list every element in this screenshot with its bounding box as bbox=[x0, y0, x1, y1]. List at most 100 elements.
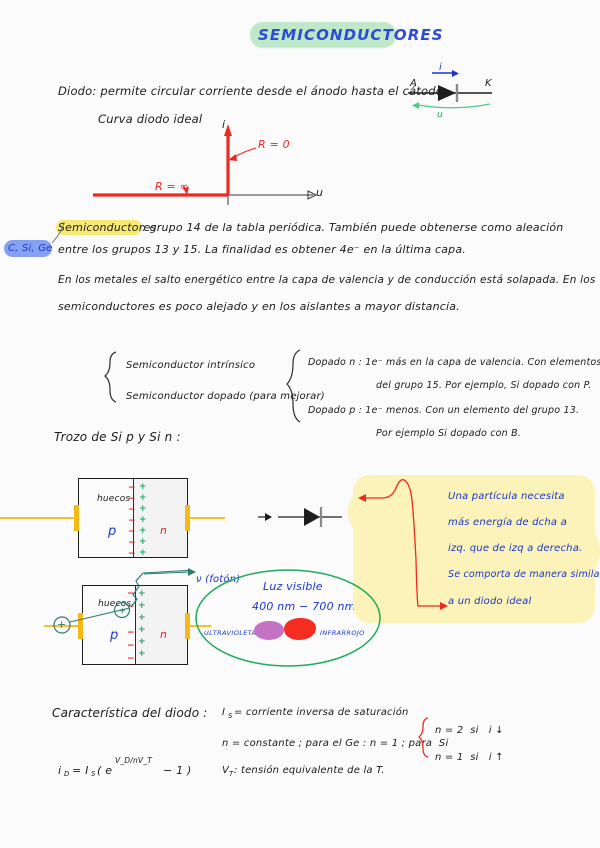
diode-formula-exponent: V_D/nV_T bbox=[115, 756, 152, 765]
pn-n-region-1 bbox=[133, 479, 187, 557]
small-diode-symbol-graphic bbox=[258, 507, 342, 527]
pn-minus-sign: − bbox=[128, 516, 136, 526]
pn-plus-sign: + bbox=[139, 493, 147, 503]
brace-right-item-0: Dopado n : 1e⁻ más en la capa de valenci… bbox=[308, 357, 600, 368]
ultraviolet-color-blob bbox=[254, 621, 284, 640]
semiconductores-keyword-highlight bbox=[56, 220, 142, 235]
semiconductores-line4: semiconductores es poco alejado y en los… bbox=[58, 300, 460, 313]
n-case-0: n = 2 si i ↓ bbox=[435, 725, 504, 736]
saturation-current-symbol: I bbox=[222, 707, 226, 718]
brace-right-item-3: Por ejemplo Si dopado con B. bbox=[376, 428, 522, 439]
semiconductores-line2: entre los grupos 13 y 15. La finalidad e… bbox=[58, 243, 466, 256]
pn-wire-right-1 bbox=[189, 517, 225, 520]
title-highlight bbox=[250, 22, 396, 48]
pn2-plus-sign: + bbox=[138, 637, 146, 647]
diode-cathode-label: K bbox=[485, 78, 492, 89]
pn2-minus-sign: − bbox=[127, 602, 135, 612]
diode-formula-lhs: i bbox=[58, 764, 62, 777]
thermal-voltage-subscript: T bbox=[229, 770, 234, 778]
n-case-1: n = 1 si i ↑ bbox=[435, 752, 504, 763]
diode-current-label: i bbox=[439, 62, 442, 73]
pn2-minus-sign: − bbox=[127, 654, 135, 664]
pn2-minus-sign: − bbox=[127, 589, 135, 599]
pn2-plus-sign: + bbox=[138, 589, 146, 599]
infrared-label: INFRARROJO bbox=[320, 629, 365, 637]
ultraviolet-label: ULTRAVIOLETA bbox=[204, 629, 257, 637]
thermal-voltage-text: : tensión equivalente de la T. bbox=[234, 765, 385, 776]
pn-plus-sign: + bbox=[139, 515, 147, 525]
pn-junction-box-2 bbox=[82, 585, 188, 665]
pn-section-heading: Trozo de Si p y Si n : bbox=[54, 430, 181, 444]
sticky-note-line-1: más energía de dcha a bbox=[448, 517, 567, 528]
saturation-current-text: = corriente inversa de saturación bbox=[234, 707, 409, 718]
pn-minus-sign: − bbox=[128, 538, 136, 548]
n-constant-text: n = constante ; para el Ge : n = 1 ; par… bbox=[222, 738, 449, 749]
pn2-plus-sign: + bbox=[138, 649, 146, 659]
infrared-color-blob bbox=[284, 618, 316, 640]
right-brace bbox=[286, 349, 301, 423]
margin-note-elements: C, Si, Ge bbox=[8, 243, 53, 254]
pn-p-label-1: p bbox=[108, 524, 117, 539]
ideal-curve-caption: Curva diodo ideal bbox=[98, 112, 203, 126]
semiconductores-keyword: Semiconductores bbox=[58, 221, 157, 234]
left-brace bbox=[104, 351, 117, 403]
pn-minus-sign: − bbox=[128, 483, 136, 493]
diode-definition-text: Diodo: permite circular corriente desde … bbox=[58, 84, 447, 98]
ideal-diode-curve-graphic bbox=[93, 124, 318, 205]
page-title: SEMICONDUCTORES bbox=[258, 26, 444, 44]
characteristic-heading: Característica del diodo : bbox=[52, 706, 208, 720]
diode-formula-eq: = I bbox=[72, 764, 89, 777]
pn-terminal-right-1 bbox=[185, 505, 190, 531]
curve-y-axis-label: i bbox=[222, 118, 226, 131]
pn2-minus-sign: − bbox=[127, 628, 135, 638]
pn-n-region-2 bbox=[135, 586, 187, 664]
pn-plus-sign: + bbox=[139, 504, 147, 514]
pn-minus-sign: − bbox=[128, 527, 136, 537]
curve-x-axis-label: u bbox=[316, 186, 324, 199]
pn-minus-sign: − bbox=[128, 549, 136, 559]
diode-formula-eq-subscript: S bbox=[91, 770, 96, 778]
curve-forward-resistance-label: R = 0 bbox=[258, 138, 290, 151]
sticky-note-line-2: izq. que de izq a derecha. bbox=[448, 543, 583, 554]
curve-reverse-resistance-label: R = ∞ bbox=[155, 180, 190, 193]
saturation-current-subscript: S bbox=[228, 712, 233, 720]
pn2-incoming-charge-label: + bbox=[57, 618, 67, 631]
pn-holes-label-1: huecos bbox=[97, 494, 131, 504]
thermal-voltage-symbol: V bbox=[222, 765, 230, 776]
pn2-plus-sign: + bbox=[138, 601, 146, 611]
pn-junction-box-1 bbox=[78, 478, 188, 558]
pn-plus-sign: + bbox=[139, 548, 147, 558]
pn2-plus-sign: + bbox=[138, 625, 146, 635]
sticky-note-line-0: Una partícula necesita bbox=[448, 491, 565, 502]
brace-right-item-1: del grupo 15. Por ejemplo, Si dopado con… bbox=[376, 380, 592, 391]
pn-terminal-left-2 bbox=[78, 613, 83, 639]
diode-formula-lhs-subscript: D bbox=[64, 770, 70, 778]
diode-formula-open: ( e bbox=[97, 764, 113, 777]
light-oval-title: Luz visible bbox=[263, 580, 323, 593]
pn-p-label-2: p bbox=[110, 628, 119, 643]
semiconductores-line1: : grupo 14 de la tabla periódica. Tambié… bbox=[142, 221, 564, 234]
pn-plus-sign: + bbox=[139, 537, 147, 547]
pn-n-label-2: n bbox=[160, 628, 168, 641]
light-oval-range: 400 nm − 700 nm bbox=[252, 600, 356, 613]
pn-terminal-right-2 bbox=[185, 613, 190, 639]
pn-plus-sign: + bbox=[139, 526, 147, 536]
pn-wire-right-2 bbox=[189, 625, 211, 628]
pn-terminal-left-1 bbox=[74, 505, 79, 531]
pn2-minus-sign: − bbox=[127, 641, 135, 651]
pn-n-label-1: n bbox=[160, 524, 168, 537]
pn-minus-sign: − bbox=[128, 505, 136, 515]
pn2-plus-sign: + bbox=[138, 613, 146, 623]
semiconductores-line3: En los metales el salto energético entre… bbox=[58, 274, 596, 286]
sticky-note-line-3: Se comporta de manera similar bbox=[448, 569, 600, 580]
photon-label: ν (fotón) bbox=[196, 574, 241, 585]
diode-voltage-label: u bbox=[437, 110, 443, 120]
sticky-note-line-4: a un diodo ideal bbox=[448, 596, 532, 607]
brace-left-item-1: Semiconductor dopado (para mejorar) bbox=[126, 391, 325, 402]
brace-right-item-2: Dopado p : 1e⁻ menos. Con un elemento de… bbox=[308, 405, 580, 416]
pn-plus-sign: + bbox=[139, 482, 147, 492]
pn-minus-sign: − bbox=[128, 494, 136, 504]
diode-formula-close: − 1 ) bbox=[163, 764, 192, 777]
